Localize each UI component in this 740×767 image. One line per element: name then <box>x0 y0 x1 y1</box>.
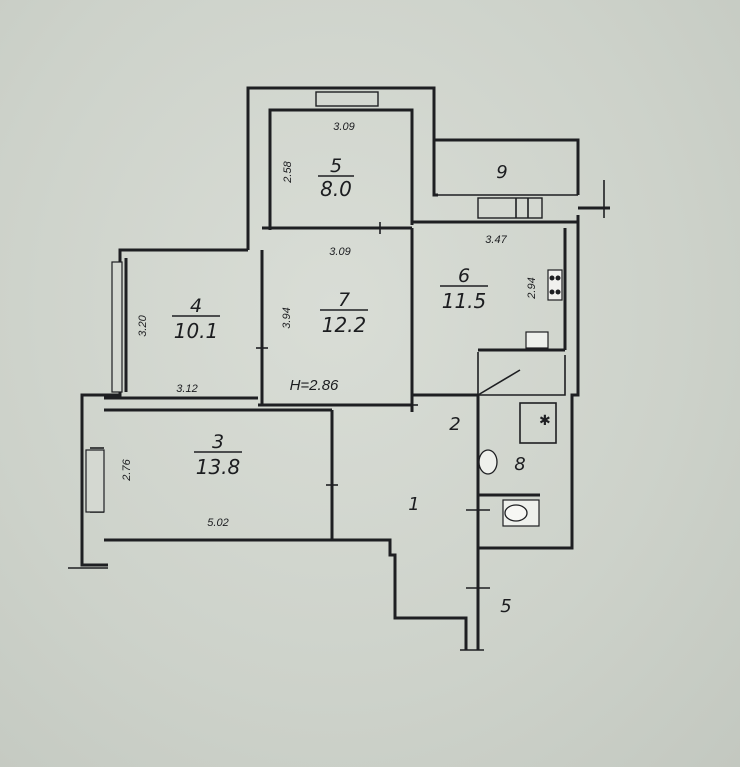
entrance-number: 5 <box>500 596 511 617</box>
kitchen-niche-diagonal <box>477 369 521 396</box>
balcony-number: 9 <box>496 162 507 183</box>
room4-width: 3.12 <box>176 383 197 395</box>
room6-area: 11.5 <box>442 289 487 313</box>
wall-bottom <box>104 538 468 650</box>
outer-walls <box>68 86 610 651</box>
fixtures: ✱ <box>478 269 563 527</box>
room5-area: 8.0 <box>320 177 352 201</box>
room6-number: 6 <box>458 265 470 287</box>
sink-icon <box>525 331 549 349</box>
room3-number: 3 <box>212 431 224 453</box>
room7-area: 12.2 <box>322 313 367 337</box>
room5-depth: 2.58 <box>282 160 294 183</box>
stove-burner-icon <box>549 289 555 295</box>
shower-box <box>519 402 557 444</box>
bathroom-number: 8 <box>514 454 525 475</box>
stove-icon <box>547 269 563 301</box>
room7-number: 7 <box>338 289 350 311</box>
wall-left <box>80 248 248 567</box>
inner-walls <box>104 220 578 548</box>
wall-right <box>476 215 580 550</box>
wall-room5-outer <box>246 86 438 250</box>
stove-burner-icon <box>549 275 555 281</box>
window-room4 <box>111 261 123 393</box>
shower-drain-icon: ✱ <box>539 413 551 429</box>
room-labels: 5 8.0 3.09 2.58 7 12.2 3.09 3.94 H=2.86 … <box>121 121 538 617</box>
room4-area: 10.1 <box>174 319 219 343</box>
hall-number: 1 <box>408 494 419 515</box>
room7-depth: 3.94 <box>281 307 293 328</box>
room3-width: 5.02 <box>207 517 228 529</box>
openings <box>85 91 543 589</box>
kitchen-niche <box>477 352 566 396</box>
window-room3 <box>85 449 105 513</box>
stove-burner-icon <box>555 275 561 281</box>
room3-depth: 2.76 <box>121 458 133 481</box>
balcony-door <box>477 197 543 219</box>
washbasin-icon <box>478 449 498 475</box>
room6-width: 3.47 <box>485 234 507 246</box>
stove-burner-icon <box>555 289 561 295</box>
wall-balcony <box>434 138 580 195</box>
room7-width: 3.09 <box>329 246 350 258</box>
room3-area: 13.8 <box>196 455 241 479</box>
room5-number: 5 <box>330 155 342 177</box>
room5-width: 3.09 <box>333 121 354 133</box>
room6-depth: 2.94 <box>526 277 538 299</box>
corridor-number: 2 <box>449 414 460 435</box>
wall-room5-inner <box>268 108 414 230</box>
toilet-icon <box>504 504 528 522</box>
room4-depth: 3.20 <box>137 314 149 336</box>
room4-number: 4 <box>190 295 202 317</box>
ceiling-height: H=2.86 <box>290 377 339 394</box>
window-room5 <box>315 91 379 107</box>
